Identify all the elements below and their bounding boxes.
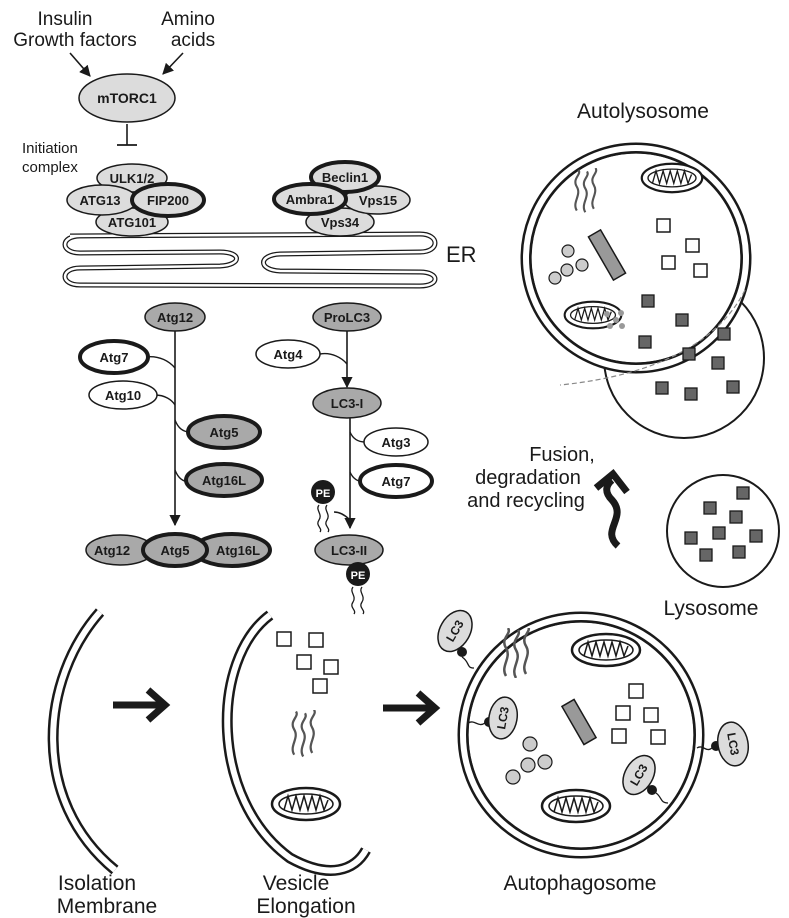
degradation-label: degradation [475,467,581,489]
svg-text:Atg12: Atg12 [157,310,193,325]
recycling-label: and recycling [467,490,585,512]
amino-arrow [162,52,184,75]
autophagosome [457,611,705,859]
svg-text:LC3: LC3 [494,705,512,730]
lysosome-label: Lysosome [664,597,759,620]
svg-text:ATG13: ATG13 [80,193,121,208]
mitochondrion-icon [563,300,623,330]
svg-text:Ambra1: Ambra1 [286,192,334,207]
stage-arrow-2 [383,690,441,726]
lc3-tag-outer-topleft: LC3 [437,609,475,669]
svg-text:Atg3: Atg3 [382,435,411,450]
atg12-node: Atg12 [144,302,206,332]
autolysosome-label: Autolysosome [577,100,709,123]
mitochondrion-icon [570,632,642,668]
product-atg5-label: Atg5 [161,543,190,558]
mtorc1-node: mTORC1 [78,73,176,123]
atg7-node-left: Atg7 [78,339,150,375]
atg4-node: Atg4 [255,339,321,369]
vps15-node: Vps15 [343,185,411,215]
er-label: ER [446,242,477,267]
product-atg12-label: Atg12 [94,543,130,558]
atg7-node-right: Atg7 [358,463,434,499]
svg-text:ATG101: ATG101 [108,215,156,230]
fusion-arrow-icon [593,469,630,549]
svg-text:Atg10: Atg10 [105,388,141,403]
svg-text:Atg16L: Atg16L [202,473,246,488]
amino-label: Amino [161,9,215,30]
svg-text:Atg7: Atg7 [100,350,129,365]
svg-text:ProLC3: ProLC3 [324,310,370,325]
atg3-node: Atg3 [363,427,429,457]
svg-text:ULK1/2: ULK1/2 [110,171,155,186]
er-membrane [62,231,438,289]
atg13-node: ATG13 [66,184,138,216]
mitochondrion-icon [640,162,704,194]
insulin-label: Insulin [38,9,93,30]
acids-label: acids [171,30,215,51]
mitochondrion-icon [540,788,612,824]
ambra1-node: Ambra1 [272,182,348,216]
svg-text:Atg7: Atg7 [382,474,411,489]
svg-text:PE: PE [316,488,331,500]
svg-text:Atg4: Atg4 [274,347,304,362]
product-atg16l-label: Atg16L [216,543,260,558]
svg-text:Beclin1: Beclin1 [322,170,368,185]
svg-text:LC3-II: LC3-II [331,543,367,558]
fip200-node: FIP200 [130,182,206,218]
prolc3-node: ProLC3 [312,302,382,332]
elongating-vesicle [221,610,371,876]
lc3ii-node: LC3-II [314,534,384,566]
lc3-tag-inner-left: LC3 [467,696,519,740]
fusion-label: Fusion, [529,444,595,466]
membrane-label: Membrane [57,895,157,918]
svg-text:Vps34: Vps34 [321,215,360,230]
svg-text:LC3: LC3 [724,732,742,757]
svg-text:PE: PE [351,570,366,582]
atg16l-node: Atg16L [184,462,264,498]
complex-label: complex [22,159,78,176]
atg10-node: Atg10 [88,380,158,410]
isolation-label: Isolation [58,872,136,895]
svg-text:LC3-I: LC3-I [331,396,364,411]
initiation-label: Initiation [22,140,78,157]
pe-lipid: PE [311,480,335,533]
mtorc1-label: mTORC1 [97,90,157,106]
svg-text:FIP200: FIP200 [147,193,189,208]
mitochondrion-icon [270,786,342,822]
svg-text:Atg5: Atg5 [210,425,239,440]
elongation-label: Elongation [256,895,355,918]
lc3-tag-outer-right: LC3 [696,721,750,767]
vesicle-cargo [270,631,342,822]
stage-arrow-1 [113,687,171,723]
autolysosome [520,142,765,439]
lc3-tag-inner-bottomright: LC3 [622,754,669,804]
growth-factors-label: Growth factors [13,30,137,51]
atg5-node: Atg5 [186,414,262,450]
autophagosome-label: Autophagosome [504,872,657,895]
lysosome [666,474,780,588]
insulin-arrow [69,52,91,77]
atg12-atg5-atg16l-complex: Atg12 Atg5 Atg16L [85,532,272,568]
svg-text:Vps15: Vps15 [359,193,397,208]
lc3i-node: LC3-I [312,387,382,419]
pe-lipid-conjugated: PE [346,562,370,615]
vesicle-label: Vesicle [263,872,330,895]
isolation-membrane [47,608,119,875]
